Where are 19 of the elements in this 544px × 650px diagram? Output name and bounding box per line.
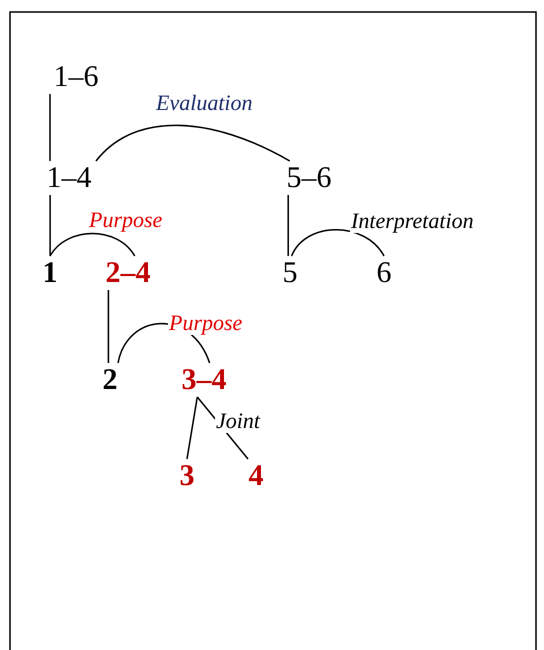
tree-node-label: 4 <box>248 459 264 493</box>
tree-node-label: 2 <box>102 363 118 397</box>
tree-node-label: 3 <box>179 459 195 493</box>
tree-node-label: 3–4 <box>176 363 232 397</box>
relation-line <box>108 290 110 363</box>
relation-line <box>49 232 136 256</box>
tree-node-label: 5–6 <box>283 161 335 195</box>
tree-node-label: 1–6 <box>50 60 102 94</box>
relation-line <box>95 124 290 162</box>
relation-line <box>49 195 51 256</box>
relation-line <box>186 396 198 460</box>
tree-node-label: 1–4 <box>42 161 96 195</box>
relation-line <box>287 195 289 256</box>
tree-node-label: 2–4 <box>100 256 156 290</box>
relation-line <box>290 229 385 256</box>
tree-node-label: 6 <box>376 256 392 290</box>
tree-node-label: 1 <box>42 256 58 290</box>
relation-line <box>49 94 51 161</box>
tree-node-label: 5 <box>282 256 298 290</box>
